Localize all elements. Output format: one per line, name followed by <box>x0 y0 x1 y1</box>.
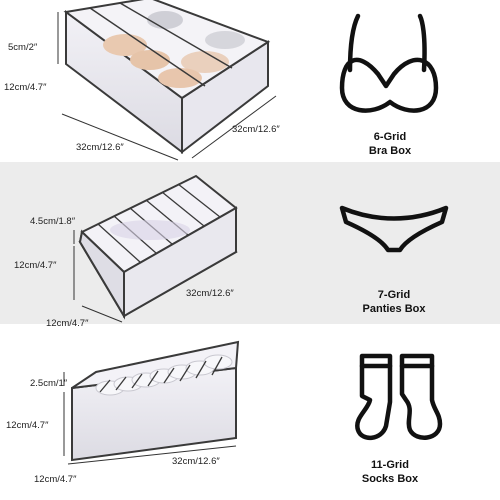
bra-box-name: Bra Box <box>368 145 412 157</box>
socks-box-dimension-lines <box>63 372 237 465</box>
panties-box-grid-count: 7-Grid <box>377 289 411 301</box>
bra-icon <box>339 13 439 113</box>
panties-icon <box>339 205 449 253</box>
panties-box-width-label: 12cm/4.7″ <box>46 318 89 329</box>
bra-box-caption: 6-Grid Bra Box <box>330 130 450 158</box>
socks-box-name: Socks Box <box>361 473 419 485</box>
bra-box-length-label: 32cm/12.6″ <box>232 124 280 135</box>
panties-box-height-label: 4.5cm/1.8″ <box>30 216 76 227</box>
bra-box-depth-label: 12cm/4.7″ <box>4 82 47 93</box>
panties-box-depth-label: 12cm/4.7″ <box>14 260 57 271</box>
panties-box-length-label: 32cm/12.6″ <box>186 288 234 299</box>
socks-box-height-label: 2.5cm/1″ <box>30 378 68 389</box>
socks-box-caption: 11-Grid Socks Box <box>330 458 450 486</box>
panties-box-dimension-lines <box>73 230 123 323</box>
bra-box-height-label: 5cm/2″ <box>8 42 38 53</box>
socks-box-length-label: 32cm/12.6″ <box>172 456 220 467</box>
bra-box-width-label: 32cm/12.6″ <box>76 142 124 153</box>
panties-box-photo <box>78 174 238 320</box>
panties-box-name: Panties Box <box>362 303 426 315</box>
panties-box-caption: 7-Grid Panties Box <box>334 288 454 316</box>
socks-box-depth-label: 12cm/4.7″ <box>6 420 49 431</box>
socks-box-photo <box>71 340 240 462</box>
socks-box-width-label: 12cm/4.7″ <box>34 474 77 485</box>
socks-box-grid-count: 11-Grid <box>371 459 409 471</box>
socks-icon <box>355 353 443 440</box>
bra-box-grid-count: 6-Grid <box>373 131 407 143</box>
bra-box-dimension-lines <box>57 12 277 161</box>
bra-box-photo <box>63 0 271 155</box>
